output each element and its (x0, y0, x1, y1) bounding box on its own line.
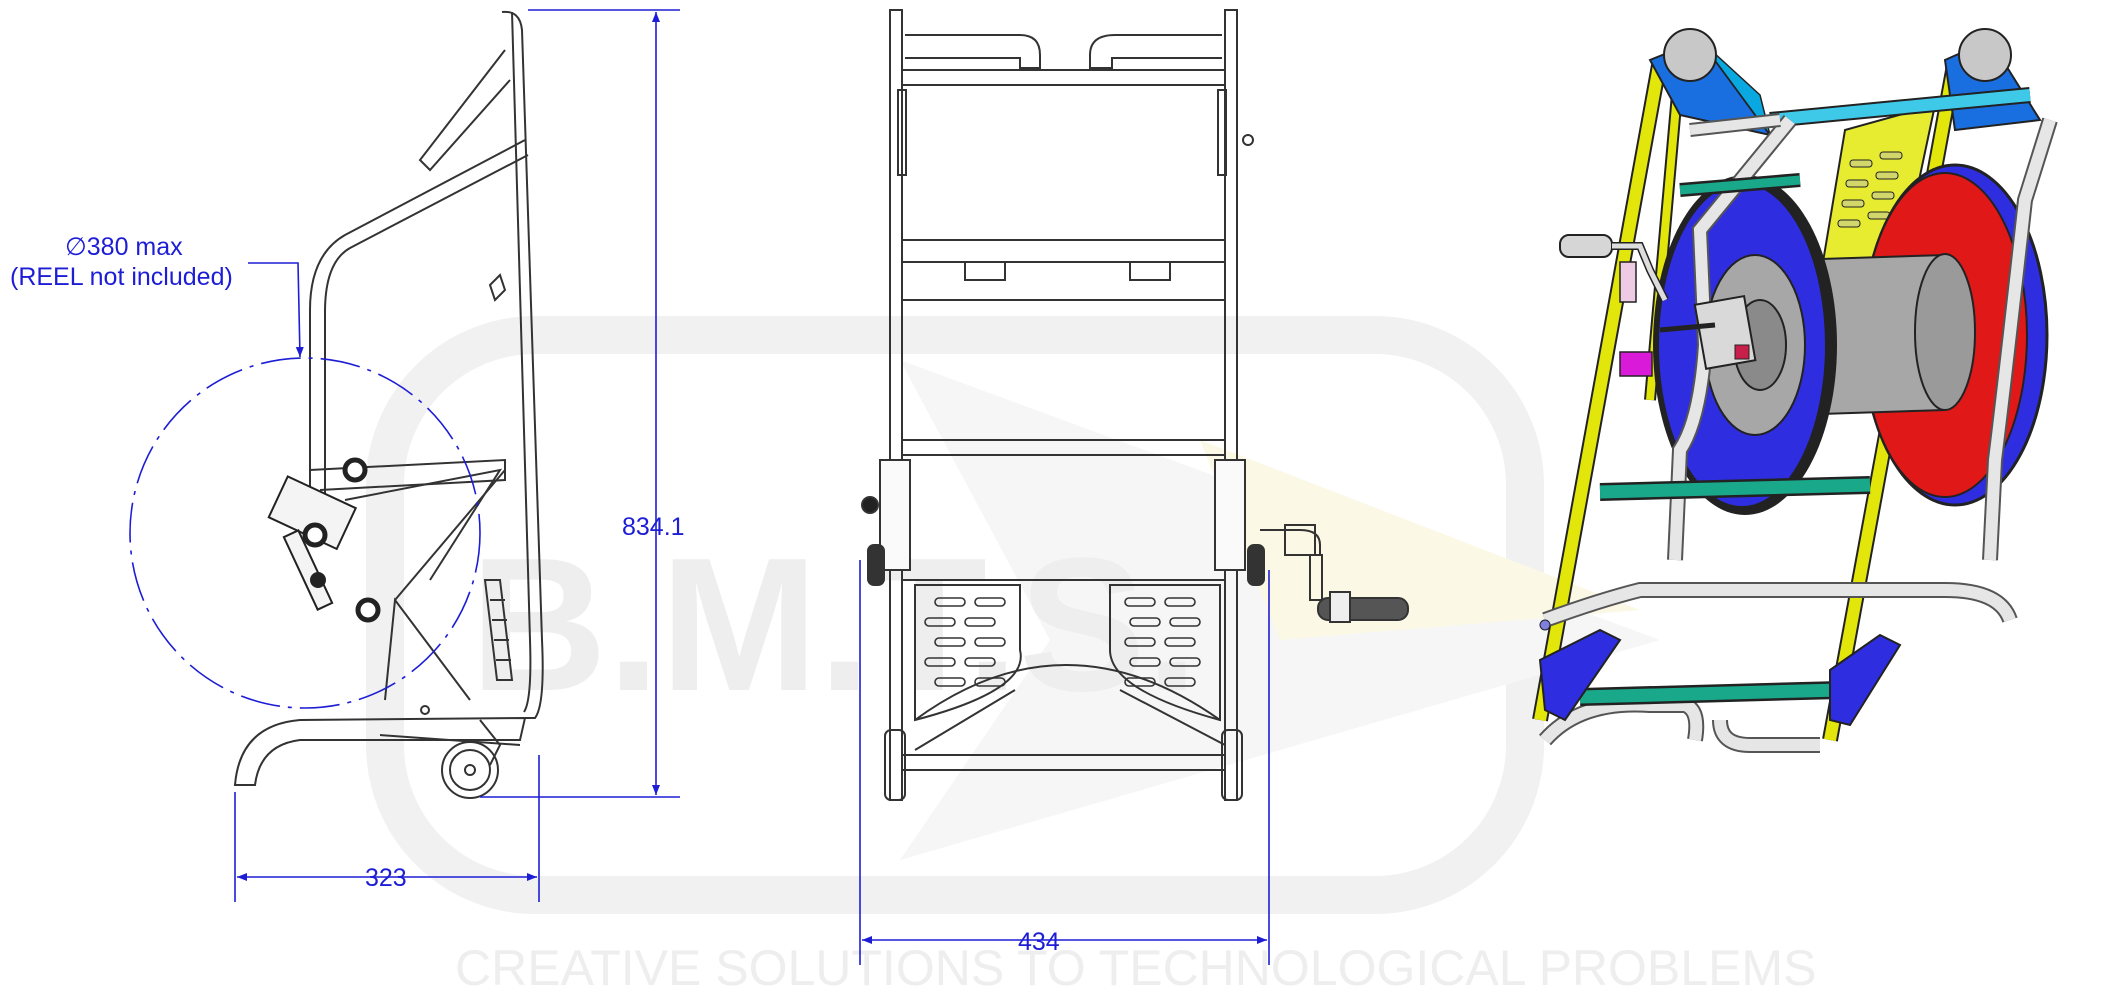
reel-outline-circle (129, 357, 481, 709)
front-view-drawing (861, 9, 1409, 801)
height-dimension-value: 834.1 (622, 513, 685, 541)
isometric-view (1532, 28, 2058, 753)
watermark-logo-text: B.M.T.S. (470, 519, 1198, 731)
depth-dimension (234, 755, 540, 902)
depth-dimension-value: 323 (365, 864, 407, 892)
height-dimension (480, 9, 680, 798)
reel-diameter-label: ∅380 max (65, 233, 183, 261)
watermark-tagline: CREATIVE SOLUTIONS TO TECHNOLOGICAL PROB… (455, 940, 1816, 995)
width-dimension (859, 560, 1270, 965)
reel-note-label: (REEL not included) (10, 263, 233, 291)
side-view-drawing (233, 10, 544, 799)
width-dimension-value: 434 (1018, 928, 1060, 956)
reel-callout: ∅380 max (REEL not included) (10, 233, 304, 358)
